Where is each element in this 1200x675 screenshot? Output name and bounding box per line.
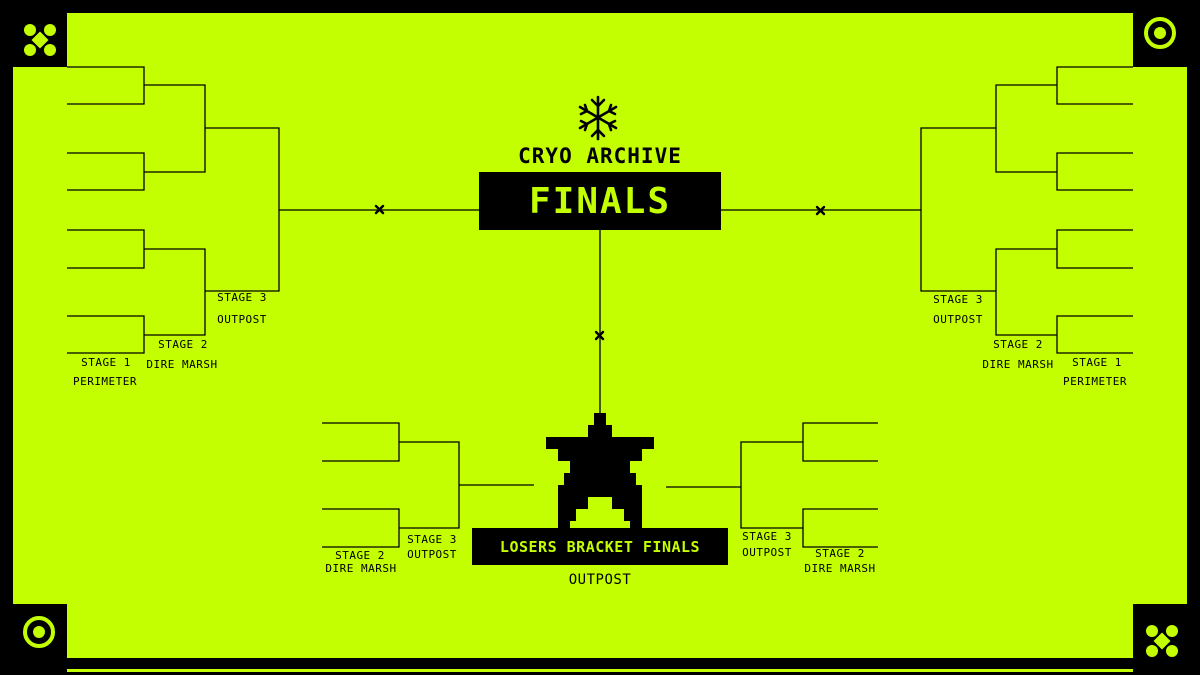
event-name: CRYO ARCHIVE <box>518 144 682 168</box>
lower-right-stage2-location: DIRE MARSH <box>804 562 876 575</box>
left-stage3-title: STAGE 3 <box>217 291 267 304</box>
pixel-star-icon <box>546 413 654 528</box>
right-stage1-match-4 <box>1056 315 1133 354</box>
losers-finals-box: LOSERS BRACKET FINALS <box>472 528 728 565</box>
lower-left-stage3-match <box>399 441 460 529</box>
corner-top-left <box>13 13 67 67</box>
bottom-accent-line <box>67 669 1133 672</box>
lower-left-stage2-location: DIRE MARSH <box>325 562 397 575</box>
left-stage1-location: PERIMETER <box>72 375 138 388</box>
left-stage1-title: STAGE 1 <box>81 356 131 369</box>
x-mark-icon <box>374 204 385 215</box>
left-stage1-match-2 <box>67 152 145 191</box>
snowflake-icon <box>578 95 618 141</box>
left-stage1-match-4 <box>67 315 145 354</box>
right-stage1-title: STAGE 1 <box>1072 356 1122 369</box>
left-stage3-match <box>205 127 280 292</box>
right-stage2-title: STAGE 2 <box>993 338 1043 351</box>
lower-right-stage2-match-2 <box>802 508 878 548</box>
left-stage2-match-1 <box>144 84 206 173</box>
left-stage3-location: OUTPOST <box>217 313 267 326</box>
lower-left-stage3-title: STAGE 3 <box>407 533 457 546</box>
lower-right-stage3-title: STAGE 3 <box>742 530 792 543</box>
left-stage1-match-1 <box>67 66 145 105</box>
right-stage3-match <box>920 127 996 292</box>
corner-bottom-right <box>1133 604 1187 658</box>
right-stage3-location: OUTPOST <box>933 313 983 326</box>
lower-left-stage2-title: STAGE 2 <box>335 549 385 562</box>
x-mark-icon <box>594 330 605 341</box>
corner-top-right <box>1133 13 1187 67</box>
x-mark-icon <box>815 205 826 216</box>
target-ring-icon <box>1144 17 1176 49</box>
right-stage2-match-1 <box>995 84 1057 173</box>
right-stage1-location: PERIMETER <box>1062 375 1128 388</box>
lower-left-stage3-location: OUTPOST <box>407 548 457 561</box>
right-stage1-match-3 <box>1056 229 1133 269</box>
lower-right-stage3-match <box>740 441 803 529</box>
left-stage2-title: STAGE 2 <box>158 338 208 351</box>
right-stage1-match-2 <box>1056 152 1133 191</box>
corner-bottom-left <box>13 604 67 658</box>
target-ring-icon <box>23 616 55 648</box>
left-stage1-match-3 <box>67 229 145 269</box>
right-stage2-match-2 <box>995 248 1057 336</box>
finals-label: FINALS <box>528 180 672 222</box>
lower-right-stage2-match-1 <box>802 422 878 462</box>
losers-finals-label: LOSERS BRACKET FINALS <box>499 537 701 556</box>
left-stage2-location: DIRE MARSH <box>146 358 218 371</box>
left-stage2-match-2 <box>144 248 206 336</box>
right-stage2-location: DIRE MARSH <box>982 358 1054 371</box>
lower-left-stage2-match-2 <box>322 508 400 548</box>
x-flower-icon <box>1143 622 1181 658</box>
finals-box: FINALS <box>479 172 721 230</box>
right-stage3-title: STAGE 3 <box>933 293 983 306</box>
losers-finals-location: OUTPOST <box>568 572 632 588</box>
x-flower-icon <box>21 21 59 59</box>
right-stage1-match-1 <box>1056 66 1133 105</box>
lower-right-stage3-location: OUTPOST <box>742 546 792 559</box>
lower-right-stage2-title: STAGE 2 <box>815 547 865 560</box>
lower-left-stage2-match-1 <box>322 422 400 462</box>
